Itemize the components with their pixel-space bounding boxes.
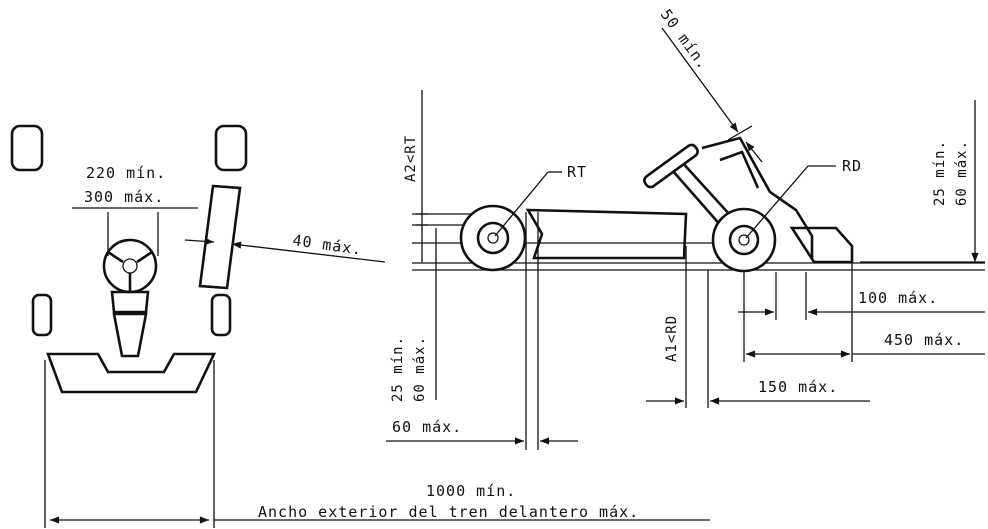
front-right-wheel [210, 293, 232, 337]
dim-left-25-min: 25 mín. [390, 336, 406, 402]
seat-back [112, 312, 148, 358]
dim-right-60-max: 60 máx. [954, 140, 970, 206]
dim-right-25-min: 25 mín. [932, 140, 948, 206]
front-fairing [701, 136, 814, 258]
rear-wheel [459, 204, 527, 272]
dim-left-60-max: 60 máx. [412, 336, 428, 402]
seat-base [110, 290, 150, 314]
side-view: RT RD A2<RT 50 mín. 25 mín. 60 máx. 60 m… [386, 6, 985, 450]
dim-100-max: 100 máx. [858, 289, 938, 307]
front-left-wheel [31, 293, 53, 337]
dim-150-max: 150 máx. [758, 378, 838, 396]
label-rt: RT [567, 163, 587, 181]
nose [789, 226, 854, 264]
rear-left-wheel [10, 124, 44, 172]
dim-300-max: 300 máx. [84, 188, 164, 206]
dim-220-min: 220 mín. [86, 164, 166, 182]
top-view: 220 mín. 300 máx. 40 máx. 1000 mín. Anch… [10, 124, 710, 528]
front-wheel [711, 207, 777, 273]
label-rd: RD [842, 157, 862, 175]
dim-60-max-bottom: 60 máx. [392, 418, 462, 436]
label-a1: A1<RD [664, 315, 680, 362]
dim-caption: Ancho exterior del tren delantero máx. [258, 503, 639, 521]
dim-1000-min: 1000 mín. [426, 482, 516, 500]
side-pod [198, 184, 242, 290]
label-a2: A2<RT [403, 135, 419, 182]
rear-right-wheel [214, 124, 248, 172]
chassis-body [525, 208, 688, 260]
dim-50-min: 50 mín. [657, 6, 713, 73]
dim-450-max: 450 máx. [884, 331, 964, 349]
front-bumper [46, 352, 217, 394]
steering-column [643, 143, 699, 189]
